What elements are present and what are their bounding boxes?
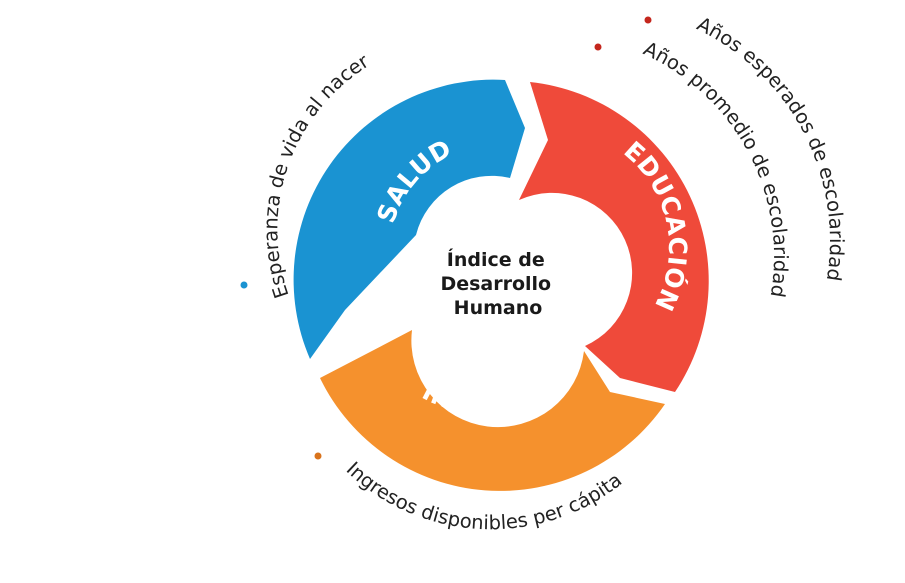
segment-salud <box>293 79 525 360</box>
center-line-1: Índice de <box>447 248 545 271</box>
center-title: Índice de Desarrollo Humano <box>440 248 555 319</box>
center-line-2: Desarrollo <box>440 273 551 295</box>
center-circle <box>416 198 580 362</box>
segment-educacion <box>519 82 709 392</box>
indicator-dot-ingreso <box>314 452 322 460</box>
segment-ingreso <box>320 330 665 491</box>
indicator-dot-salud <box>240 281 248 289</box>
indicator-dot-educacion-1 <box>644 16 652 24</box>
center-line-3: Humano <box>454 297 543 319</box>
indicator-dot-educacion-2 <box>594 43 602 51</box>
